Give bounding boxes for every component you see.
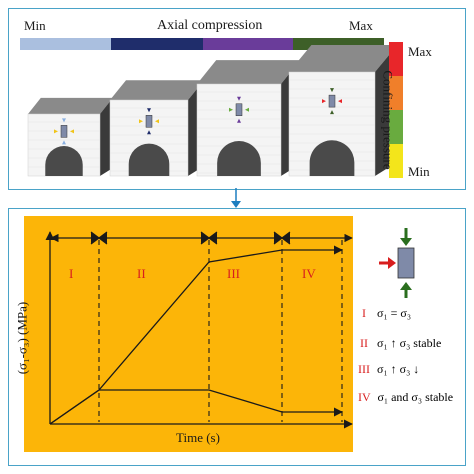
stage-label-iii: III <box>227 266 240 281</box>
down-arrow-icon <box>231 188 241 208</box>
legend-item-iv: IV σ₁ and σ₃ stable <box>358 390 454 404</box>
stress-element-icon <box>379 228 415 298</box>
pressure-bar-segment <box>389 110 403 144</box>
axial-bar-segment <box>203 38 293 50</box>
stress-path-panel <box>8 208 466 466</box>
specimen-illustrations <box>20 38 403 178</box>
stage-label-i: I <box>69 266 74 281</box>
stage-label-ii: II <box>137 266 146 281</box>
axial-bar-segment <box>20 38 111 50</box>
interval-markers <box>90 231 291 245</box>
loading-scheme-panel <box>8 8 466 190</box>
pressure-bar-segment <box>389 144 403 178</box>
legend-item-ii: II σ₁ ↑ σ₃ stable <box>360 336 442 350</box>
pressure-min-label: Min <box>408 164 430 179</box>
axial-bar-segment <box>111 38 203 50</box>
stress-path-curves <box>49 245 343 425</box>
y-axis-label: (σ₁-σ₃) (MPa) <box>14 301 30 375</box>
confining-pressure-bar <box>389 42 403 178</box>
pressure-bar-segment <box>389 42 403 76</box>
sigma3-path <box>49 389 343 425</box>
legend-item-i: I σ₁ = σ₃ <box>362 306 412 320</box>
axial-max-label: Max <box>349 18 373 33</box>
rock-specimen <box>27 97 113 177</box>
pressure-max-label: Max <box>408 44 432 59</box>
axial-min-label: Min <box>24 18 46 33</box>
stress-path-plot-background <box>24 216 353 452</box>
legend-item-iii: III σ₁ ↑ σ₃ ↓ <box>358 362 420 376</box>
stage-label-iv: IV <box>302 266 316 281</box>
x-axis-label: Time (s) <box>176 430 220 445</box>
stage-dividers <box>98 240 343 422</box>
pressure-bar-segment <box>389 76 403 110</box>
rock-specimen <box>288 44 398 177</box>
sigma1-path <box>49 245 343 425</box>
axial-compression-title: Axial compression <box>157 18 263 33</box>
